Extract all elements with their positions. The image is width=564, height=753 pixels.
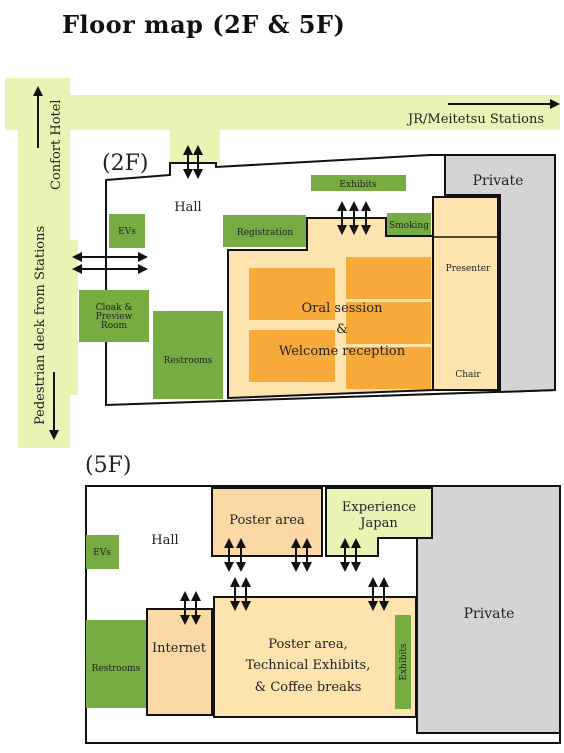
arrows-2f bbox=[72, 145, 371, 274]
evs-5f bbox=[86, 535, 119, 569]
hall-5f-label: Hall bbox=[151, 533, 178, 548]
chair-label: Chair bbox=[455, 370, 481, 380]
main-5f-label-1: Poster area, bbox=[268, 637, 348, 652]
oral-label-3: Welcome reception bbox=[279, 344, 406, 359]
poster-area-top-label: Poster area bbox=[229, 513, 305, 528]
oral-label-2: & bbox=[336, 322, 348, 337]
internet-room bbox=[146, 608, 213, 716]
restrooms-2f bbox=[153, 311, 223, 399]
exhibits-2f-label: Exhibits bbox=[339, 180, 377, 190]
restrooms-5f bbox=[86, 620, 146, 708]
smoking-label: Smoking bbox=[389, 221, 429, 231]
restrooms-2f-label: Restrooms bbox=[164, 356, 213, 366]
main-5f-label-2: Technical Exhibits, bbox=[246, 658, 371, 673]
corridor-deck bbox=[5, 78, 560, 448]
evs-2f bbox=[109, 214, 145, 248]
floor-5f-label: (5F) bbox=[85, 453, 131, 478]
oral-block-3 bbox=[346, 302, 431, 344]
main-hall-5f bbox=[213, 596, 417, 718]
arrows-5f bbox=[180, 538, 389, 625]
hotel-label: Confort Hotel bbox=[49, 99, 64, 190]
main-5f-label-3: & Coffee breaks bbox=[255, 680, 362, 695]
private-2f bbox=[444, 154, 556, 394]
stations-label: JR/Meitetsu Stations bbox=[406, 112, 544, 127]
stage-2f bbox=[432, 196, 499, 391]
outside-corridors: Confort Hotel JR/Meitetsu Stations Pedes… bbox=[5, 78, 560, 448]
restrooms-5f-label: Restrooms bbox=[92, 664, 141, 674]
cloak-label-2: Preview bbox=[96, 312, 133, 322]
hall-2f-label: Hall bbox=[174, 200, 201, 215]
oral-block-2 bbox=[346, 257, 431, 299]
exhibits-5f-label: Exhibits bbox=[399, 643, 409, 681]
internet-label: Internet bbox=[152, 641, 207, 656]
pedestrian-label: Pedestrian deck from Stations bbox=[33, 226, 48, 425]
registration bbox=[223, 215, 306, 247]
cloak-preview-room bbox=[79, 290, 149, 342]
floor-2f-label: (2F) bbox=[102, 151, 148, 176]
floor-5f: (5F) Private Hall EVs Poster area Experi… bbox=[85, 453, 561, 744]
corridor-2f-entry bbox=[170, 130, 220, 164]
cloak-label-1: Cloak & bbox=[96, 303, 133, 313]
experience-label-1: Experience bbox=[342, 500, 417, 515]
page-title: Floor map (2F & 5F) bbox=[62, 10, 346, 39]
oral-block-4 bbox=[249, 330, 335, 382]
cloak-label-3: Room bbox=[101, 321, 128, 331]
oral-block-5 bbox=[346, 347, 431, 389]
private-2f-label: Private bbox=[473, 173, 524, 189]
oral-block-1 bbox=[249, 268, 335, 320]
private-5f-label: Private bbox=[464, 606, 515, 622]
presenter-label: Presenter bbox=[446, 264, 491, 274]
evs-5f-label: EVs bbox=[93, 548, 111, 558]
experience-label-2: Japan bbox=[358, 516, 398, 531]
registration-label: Registration bbox=[237, 228, 294, 238]
evs-2f-label: EVs bbox=[118, 227, 136, 237]
exhibits-2f bbox=[311, 175, 406, 191]
oral-label-1: Oral session bbox=[302, 301, 384, 316]
floor-2f: (2F) Private Hall EVs Exhibits Registrat… bbox=[72, 145, 556, 407]
exhibits-5f bbox=[395, 615, 411, 709]
smoking-room bbox=[387, 213, 431, 235]
